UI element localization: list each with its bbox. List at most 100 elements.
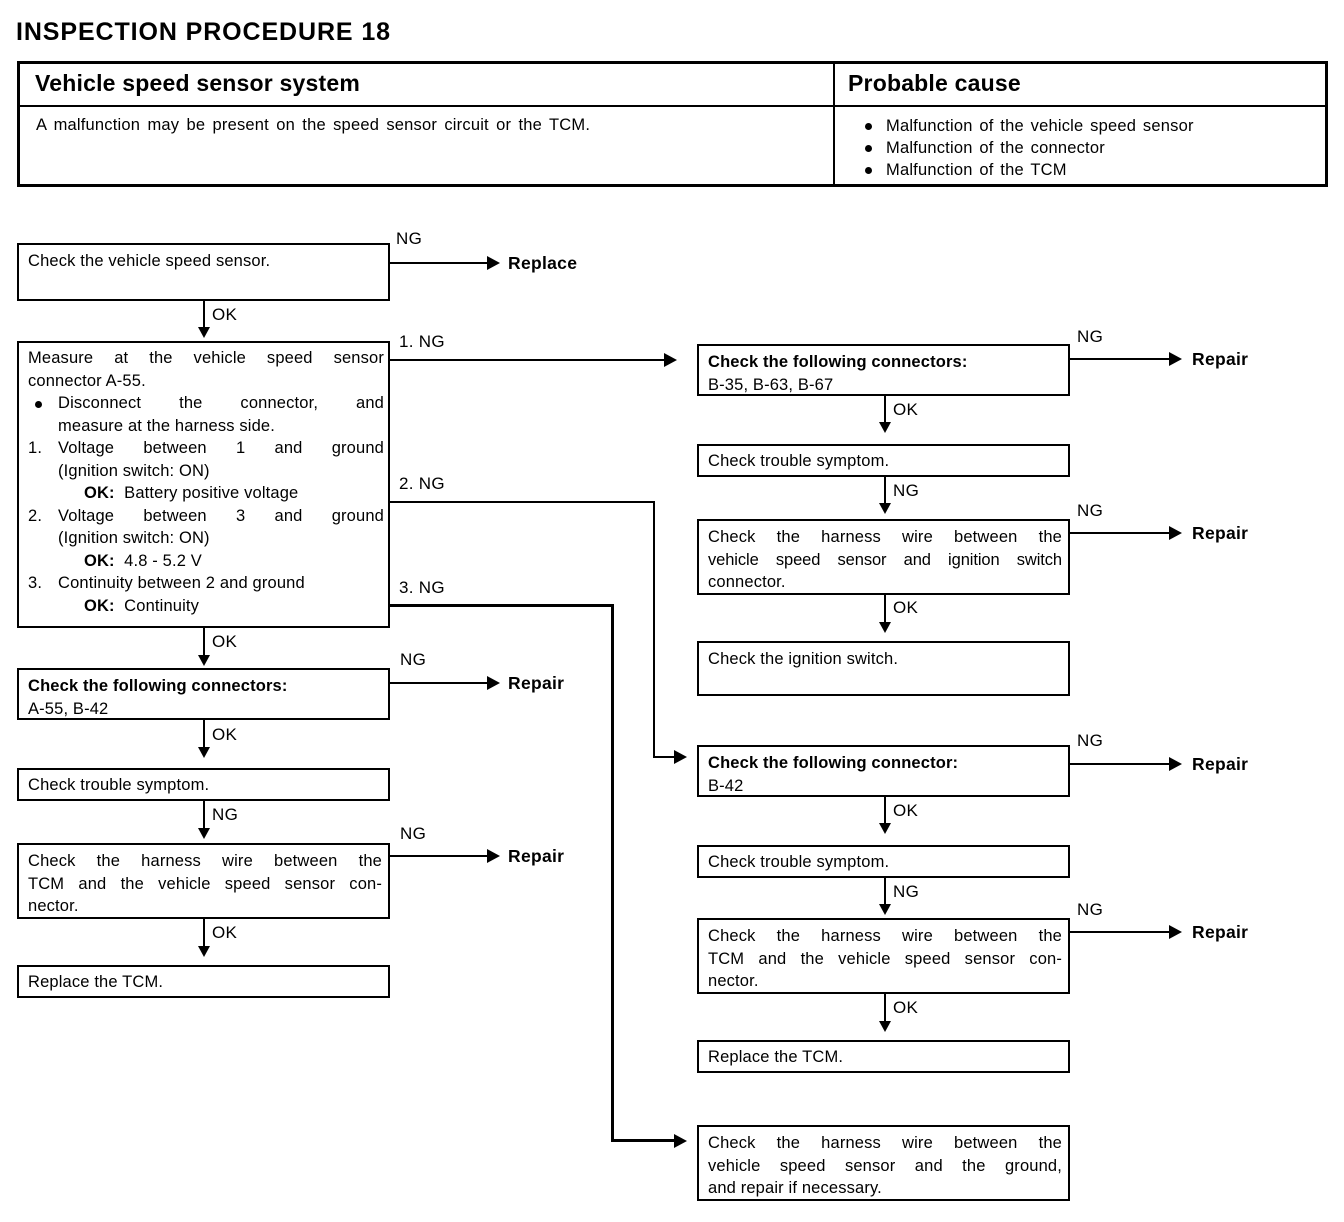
arrowhead-icon <box>664 353 677 367</box>
measure-step-1: 1. Voltage between 1 and ground (Ignitio… <box>28 437 384 505</box>
flow-box-text: Check trouble symptom. <box>28 776 210 794</box>
edge-line-2ng-vertical <box>653 501 655 758</box>
arrowhead-icon <box>1169 757 1182 771</box>
terminal-repair: Repair <box>1192 349 1249 369</box>
flow-box-text: Check the following connector: B-42 <box>708 752 1062 797</box>
flow-box-line1: Check the following connectors: <box>28 677 288 695</box>
flow-box-line1: Check the harness wire between the <box>708 1134 1062 1152</box>
step-line1: Voltage between 1 and ground <box>58 439 384 457</box>
arrowhead-icon <box>674 1134 687 1148</box>
step-line1: Voltage between 3 and ground <box>58 506 384 525</box>
flow-box-line2: B-35, B-63, B-67 <box>708 375 834 394</box>
flow-box-text: Check the harness wire between the vehic… <box>708 1132 1062 1200</box>
edge-line-l1-ok <box>203 301 205 333</box>
edge-line-2ng-horizontal <box>390 501 655 503</box>
edge-label-ok: OK <box>893 998 919 1017</box>
step-ok: OK: Battery positive voltage <box>58 482 384 505</box>
flow-box-line1: Check the following connector: <box>708 754 959 772</box>
arrowhead-icon <box>879 823 891 834</box>
measure-bullet-line2: measure at the harness side. <box>58 416 275 435</box>
edge-line-1ng <box>390 359 664 361</box>
flow-box-text: Replace the TCM. <box>28 973 164 991</box>
measure-heading-line1: Measure at the vehicle speed sensor <box>28 349 384 367</box>
cause-text: Malfunction of the vehicle speed sensor <box>886 117 1194 135</box>
step-line2: (Ignition switch: ON) <box>58 461 210 480</box>
arrowhead-icon <box>487 849 500 863</box>
step-line2: (Ignition switch: ON) <box>58 529 210 547</box>
edge-label-ng: NG <box>400 650 427 669</box>
edge-line-r3-ok <box>884 595 886 628</box>
flow-box-line2: TCM and the vehicle speed sensor con- <box>708 949 1062 968</box>
flow-box-check-ignition-switch: Check the ignition switch. <box>697 641 1070 696</box>
edge-label-ok: OK <box>212 725 238 744</box>
edge-line-l3-ok <box>203 720 205 752</box>
ok-value: 4.8 - 5.2 V <box>124 551 202 570</box>
step-ok: OK: Continuity <box>58 595 384 618</box>
arrowhead-icon <box>198 747 210 758</box>
edge-line-r7-ok <box>884 994 886 1027</box>
flow-box-text: Check trouble symptom. <box>708 452 890 470</box>
arrowhead-icon <box>198 946 210 957</box>
terminal-repair: Repair <box>508 846 565 866</box>
arrowhead-icon <box>1169 352 1182 366</box>
flow-box-check-harness-tcm-speed-sensor-right: Check the harness wire between the TCM a… <box>697 918 1070 994</box>
arrowhead-icon <box>879 622 891 633</box>
flow-box-check-harness-speed-sensor-ignition-switch: Check the harness wire between the vehic… <box>697 519 1070 595</box>
edge-line-l4-ng <box>203 801 205 833</box>
flow-box-text: Check the vehicle speed sensor. <box>28 252 271 270</box>
ok-value: Battery positive voltage <box>124 484 299 502</box>
edge-line-r2-ng <box>884 477 886 509</box>
flow-box-line3: connector. <box>708 573 786 591</box>
edge-label-ok: OK <box>212 632 238 651</box>
terminal-repair: Repair <box>508 673 565 693</box>
edge-label-ng: NG <box>400 824 427 843</box>
edge-label-ng: NG <box>212 805 239 824</box>
terminal-repair: Repair <box>1192 523 1249 543</box>
edge-label-1-ng: 1. NG <box>399 332 445 351</box>
flow-box-line2: A-55, B-42 <box>28 699 109 718</box>
edge-line-3ng-vertical <box>611 604 614 1142</box>
arrowhead-icon <box>1169 526 1182 540</box>
edge-label-3-ng: 3. NG <box>399 578 445 597</box>
flow-box-line3: nector. <box>28 897 79 915</box>
terminal-repair: Repair <box>1192 754 1249 774</box>
edge-line-r1-ng <box>1070 358 1169 360</box>
flow-box-check-trouble-symptom-r6: Check trouble symptom. <box>697 845 1070 878</box>
arrowhead-icon <box>487 256 500 270</box>
flow-box-line1: Check the harness wire between the <box>708 528 1062 546</box>
arrowhead-icon <box>487 676 500 690</box>
edge-line-l5-ng <box>390 855 487 857</box>
edge-label-ng: NG <box>1077 731 1104 750</box>
flow-box-check-harness-speed-sensor-ground: Check the harness wire between the vehic… <box>697 1125 1070 1201</box>
flow-box-text: Check trouble symptom. <box>708 853 890 871</box>
edge-label-ok: OK <box>893 400 919 419</box>
flow-box-replace-tcm-right: Replace the TCM. <box>697 1040 1070 1073</box>
step-ok: OK: 4.8 - 5.2 V <box>58 550 384 573</box>
table-body-description: A malfunction may be present on the spee… <box>36 116 591 134</box>
terminal-repair: Repair <box>1192 922 1249 942</box>
flow-box-check-connectors-b35-b63-b67: Check the following connectors: B-35, B-… <box>697 344 1070 396</box>
flow-box-line2: vehicle speed sensor and ignition switch <box>708 550 1062 569</box>
edge-line-r7-ng <box>1070 931 1169 933</box>
step-line1: Continuity between 2 and ground <box>58 574 305 592</box>
edge-label-ng: NG <box>1077 501 1104 520</box>
ok-value: Continuity <box>124 596 200 615</box>
measure-heading-line2: connector A-55. <box>28 371 146 390</box>
arrowhead-icon <box>879 1021 891 1032</box>
ok-label: OK: <box>84 596 115 615</box>
list-item: Malfunction of the TCM <box>848 159 1318 181</box>
flow-box-line2: TCM and the vehicle speed sensor con- <box>28 874 382 893</box>
table-header-probable-cause: Probable cause <box>848 70 1021 96</box>
measure-bullet-line1: Disconnect the connector, and <box>58 394 384 412</box>
flow-box-text: Check the harness wire between the TCM a… <box>708 925 1062 993</box>
measure-list: Measure at the vehicle speed sensor conn… <box>28 347 384 617</box>
measure-step-2: 2. Voltage between 3 and ground (Ignitio… <box>28 505 384 573</box>
edge-line-l5-ok <box>203 919 205 952</box>
step-number: 3. <box>28 574 43 592</box>
edge-line-r1-ok <box>884 396 886 427</box>
edge-line-r3-ng <box>1070 532 1169 534</box>
terminal-replace: Replace <box>508 253 578 273</box>
flow-box-text: Check the harness wire between the TCM a… <box>28 850 382 918</box>
edge-line-2ng-into-box <box>653 756 680 758</box>
